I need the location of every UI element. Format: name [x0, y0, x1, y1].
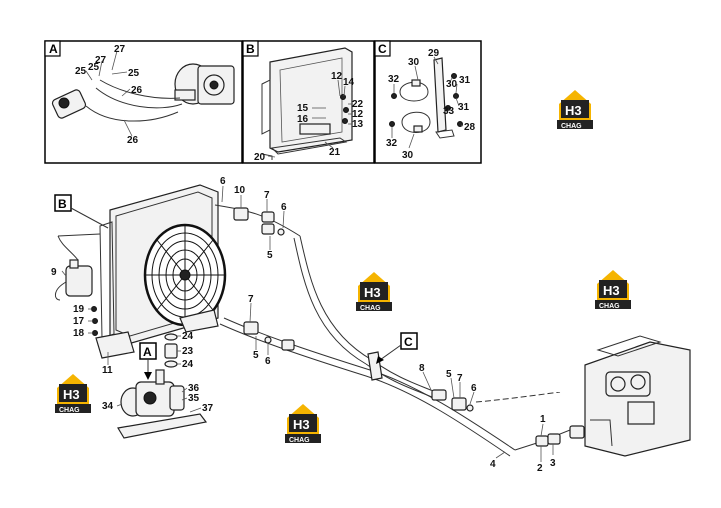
callout-main-6-mid: 6 [265, 356, 271, 367]
main-tag-a: A [143, 345, 152, 359]
callout-c-33: 33 [443, 106, 455, 117]
callout-main-19: 19 [73, 304, 85, 315]
callout-b-12-bottom: 12 [352, 109, 364, 120]
callout-main-35: 35 [188, 393, 200, 404]
callout-a-27-top: 27 [114, 44, 126, 55]
callout-main-4: 4 [490, 459, 496, 470]
callout-main-7-mid: 7 [248, 294, 254, 305]
svg-text:H3: H3 [63, 387, 80, 402]
main-tag-b: B [58, 197, 67, 211]
watermark-logo-4: H3 CHAG [55, 374, 91, 414]
callout-c-30-top: 30 [408, 57, 420, 68]
callout-c-32-top: 32 [388, 74, 400, 85]
inset-c-bracket [399, 57, 455, 139]
svg-text:H3: H3 [565, 103, 582, 118]
callout-main-36: 36 [188, 383, 200, 394]
callout-main-24-bottom: 24 [182, 359, 194, 370]
callout-main-7-top: 7 [264, 190, 270, 201]
fan [143, 223, 227, 327]
callout-b-20: 20 [254, 152, 266, 163]
callout-main-6-right: 6 [281, 202, 287, 213]
callout-main-5-top: 5 [267, 250, 273, 261]
callout-a-27: 27 [95, 55, 107, 66]
callout-a-25-left: 25 [75, 66, 87, 77]
callout-b-14: 14 [343, 77, 355, 88]
callout-c-32-bottom: 32 [386, 138, 398, 149]
main-assembly: B [51, 176, 691, 474]
callout-b-21: 21 [329, 147, 341, 158]
callout-b-22: 22 [352, 99, 364, 110]
callout-main-11: 11 [102, 365, 113, 376]
svg-text:H3: H3 [364, 285, 381, 300]
callout-main-3: 3 [550, 458, 556, 469]
callout-b-12-top: 12 [331, 71, 343, 82]
inset-b: B 12 14 15 16 22 12 13 21 20 [242, 40, 375, 164]
callout-c-28: 28 [464, 122, 476, 133]
callout-main-23: 23 [182, 346, 194, 357]
reservoir [55, 233, 101, 301]
inset-b-radiator [261, 47, 353, 155]
inset-a-tag: A [49, 42, 58, 56]
callout-b-13: 13 [352, 119, 364, 130]
inset-a: A 27 27 25 25 25 26 26 [44, 40, 243, 164]
inset-a-fitting [51, 89, 87, 119]
svg-text:CHAG: CHAG [360, 305, 381, 312]
watermark-logo-1: H3 CHAG [557, 90, 593, 130]
callout-main-2: 2 [537, 463, 543, 474]
watermark-logo-3: H3 CHAG [595, 270, 631, 310]
callout-a-25-mid: 25 [88, 62, 100, 73]
callout-main-17: 17 [73, 316, 85, 327]
inset-a-pump [174, 63, 235, 105]
callout-main-10: 10 [234, 185, 246, 196]
machine-frame [584, 335, 691, 457]
watermark-logo-5: H3 CHAG [285, 404, 321, 444]
svg-text:H3: H3 [293, 417, 310, 432]
callout-main-37: 37 [202, 403, 214, 414]
svg-text:CHAG: CHAG [59, 407, 80, 414]
svg-text:CHAG: CHAG [599, 303, 620, 310]
callout-main-34: 34 [102, 401, 114, 412]
callout-b-15: 15 [297, 103, 309, 114]
inset-c-tag: C [378, 42, 387, 56]
callout-c-31-bottom: 31 [458, 102, 470, 113]
callout-main-8: 8 [419, 363, 425, 374]
callout-a-26-top: 26 [131, 85, 143, 96]
svg-text:CHAG: CHAG [561, 123, 582, 130]
callout-main-7-right: 7 [457, 373, 463, 384]
callout-main-24-top: 24 [182, 331, 194, 342]
callout-a-25-right: 25 [128, 68, 140, 79]
pump-assembly [117, 369, 208, 439]
inset-c: C 29 30 32 30 31 [374, 40, 482, 164]
callout-main-6-top: 6 [220, 176, 226, 187]
callout-c-31-top: 31 [459, 75, 471, 86]
callout-main-5-right: 5 [446, 369, 452, 380]
callout-c-30-bottom: 30 [402, 150, 414, 161]
callout-main-6-far-right: 6 [471, 383, 477, 394]
callout-main-5-mid: 5 [253, 350, 259, 361]
callout-b-16: 16 [297, 114, 309, 125]
callout-a-26-bottom: 26 [127, 135, 139, 146]
callout-main-9: 9 [51, 267, 57, 278]
svg-text:CHAG: CHAG [289, 437, 310, 444]
inset-b-tag: B [246, 42, 255, 56]
main-tag-c: C [404, 335, 413, 349]
callout-main-18: 18 [73, 328, 85, 339]
callout-c-30-right: 30 [446, 79, 458, 90]
callout-c-29: 29 [428, 48, 440, 59]
radiator-assembly [95, 184, 227, 359]
callout-main-1: 1 [540, 414, 546, 425]
watermark-logo-2: H3 CHAG [356, 272, 392, 312]
svg-text:H3: H3 [603, 283, 620, 298]
